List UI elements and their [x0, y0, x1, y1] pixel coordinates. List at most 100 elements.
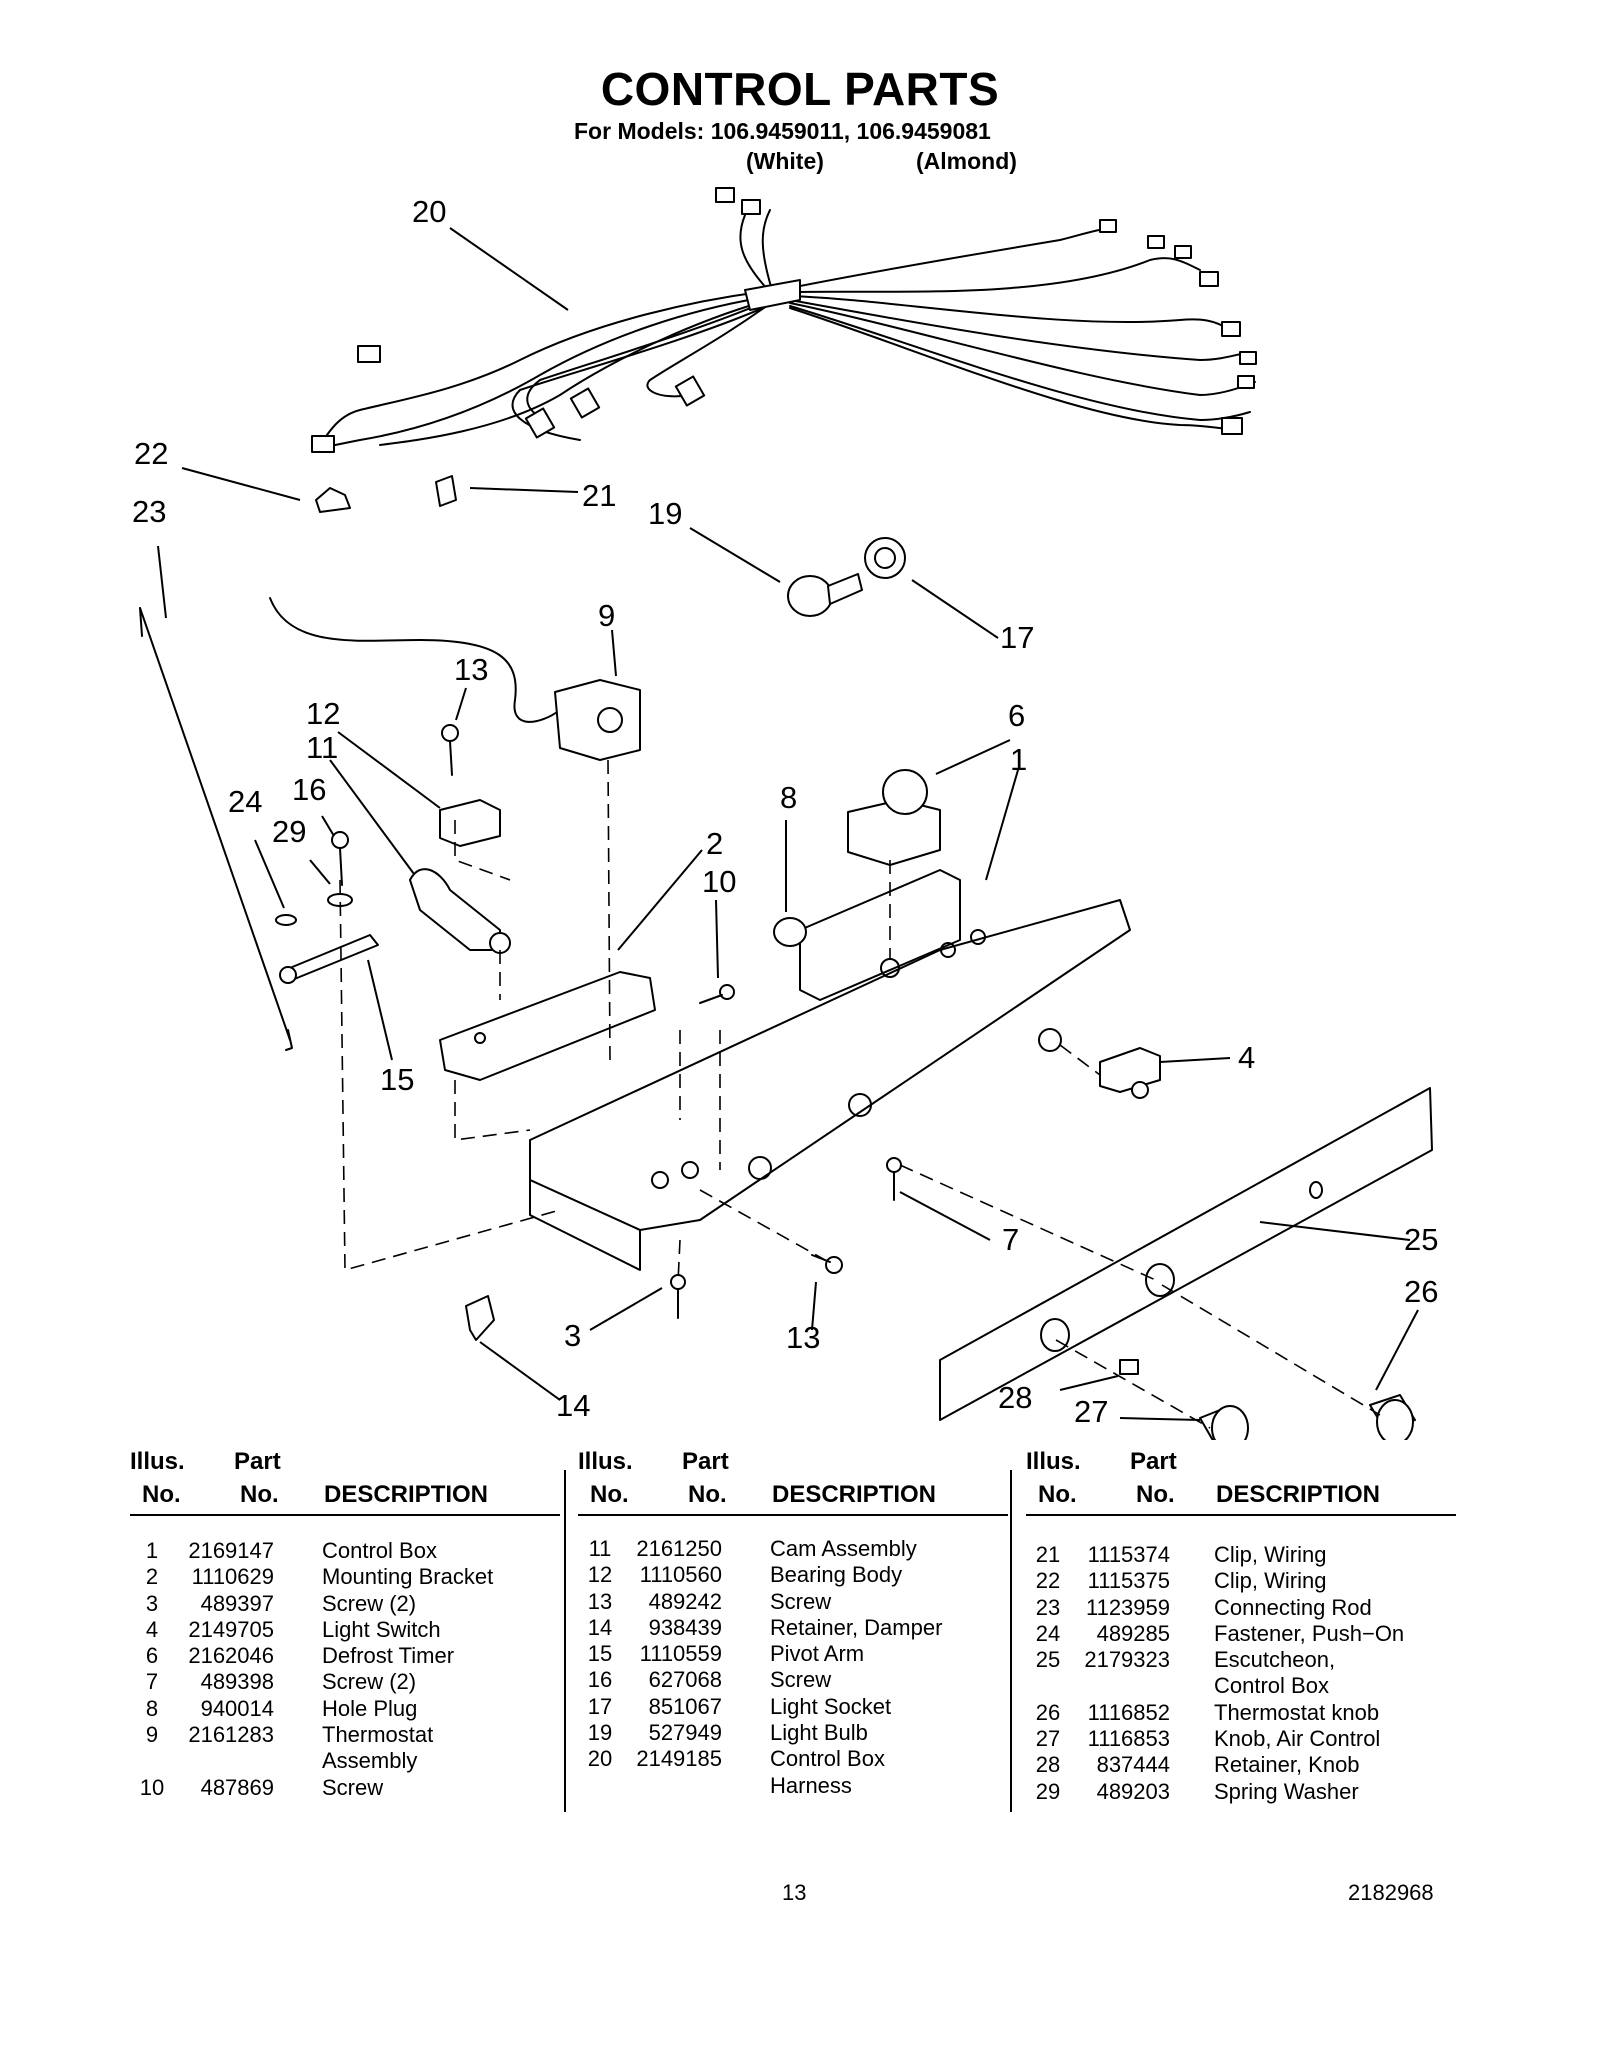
callout-6: 6	[1008, 698, 1025, 733]
table-row: Harness	[576, 1773, 1006, 1799]
color-almond-label: (Almond)	[916, 148, 1017, 174]
part-no: 1110629	[191, 1564, 274, 1590]
callout-8: 8	[780, 780, 797, 815]
illus-no: 12	[587, 1562, 613, 1588]
table-row: Control Box	[1024, 1673, 1454, 1699]
illus-no: 23	[1035, 1594, 1061, 1620]
illus-no: 3	[145, 1590, 159, 1616]
header-part: Part	[1130, 1448, 1177, 1475]
wiring-harness	[311, 187, 1257, 453]
callout-28: 28	[998, 1380, 1032, 1415]
illus-no: 28	[1035, 1752, 1061, 1778]
description: Thermostat knob	[1214, 1699, 1380, 1725]
part-no: 627068	[648, 1667, 722, 1693]
description: Cam Assembly	[770, 1536, 917, 1561]
callout-21: 21	[582, 478, 616, 513]
header-description: DESCRIPTION	[324, 1481, 489, 1508]
header-illus-no: No.	[1038, 1481, 1077, 1508]
page-title: CONTROL PARTS	[600, 63, 1000, 115]
illus-no: 21	[1035, 1542, 1061, 1567]
part-no: 489242	[648, 1588, 722, 1614]
description: Light Socket	[770, 1693, 892, 1719]
illus-no: 15	[587, 1641, 613, 1667]
description: Knob, Air Control	[1214, 1726, 1381, 1752]
illus-no: 17	[587, 1693, 613, 1719]
column-divider	[1010, 1470, 1012, 1812]
table-row: 28 837444 Retainer, Knob	[1024, 1752, 1454, 1778]
part-no: 2149185	[636, 1746, 722, 1772]
callout-4: 4	[1238, 1040, 1255, 1075]
description: Screw	[322, 1774, 384, 1800]
part-no: 851067	[648, 1693, 722, 1719]
part-no: 2169147	[188, 1538, 274, 1563]
callout-14: 14	[556, 1388, 590, 1423]
callout-12: 12	[306, 696, 340, 731]
part-no: 487869	[200, 1774, 274, 1800]
illus-no: 20	[587, 1746, 613, 1772]
description: Fastener, Push−On	[1214, 1620, 1405, 1646]
exploded-parts-diagram: 20 22 21 23 19 17 9 13 12 11 16 24 29 6 …	[132, 187, 1438, 1440]
callout-17: 17	[1000, 620, 1034, 655]
header-part-no: No.	[688, 1481, 727, 1508]
table-row: 20 2149185 Control Box	[576, 1746, 1006, 1772]
description: Light Switch	[322, 1616, 441, 1642]
illus-no: 9	[145, 1722, 159, 1748]
header-part-no: No.	[1136, 1481, 1175, 1508]
part-no: 1123959	[1085, 1594, 1170, 1620]
part-no: 2161283	[188, 1722, 274, 1748]
table-header: Illus. No. Part No. DESCRIPTION	[1026, 1448, 1456, 1516]
description: Control Box	[322, 1538, 437, 1563]
part-no: 837444	[1096, 1752, 1170, 1778]
description: Clip, Wiring	[1214, 1568, 1327, 1594]
column-divider	[564, 1470, 566, 1812]
description: Clip, Wiring	[1214, 1542, 1327, 1567]
description: Screw	[770, 1667, 832, 1693]
table-row: 17 851067 Light Socket	[576, 1694, 1006, 1720]
illus-no: 10	[139, 1774, 165, 1800]
description: Defrost Timer	[322, 1643, 455, 1669]
callout-7: 7	[1002, 1222, 1019, 1257]
callout-13-lower: 13	[786, 1320, 820, 1355]
illus-no: 4	[145, 1616, 159, 1642]
description: Escutcheon,	[1214, 1647, 1336, 1673]
callout-15: 15	[380, 1062, 414, 1097]
description: Mounting Bracket	[322, 1564, 494, 1590]
table-header: Illus. No. Part No. DESCRIPTION	[130, 1448, 560, 1516]
part-no: 2161250	[636, 1536, 722, 1561]
illus-no: 7	[145, 1669, 159, 1695]
illus-no: 2	[145, 1564, 159, 1590]
part-no: 1116853	[1087, 1726, 1170, 1752]
table-row: Assembly	[128, 1748, 558, 1774]
table-row: 2 1110629 Mounting Bracket	[128, 1564, 558, 1590]
part-no: 489203	[1096, 1778, 1170, 1804]
callout-9: 9	[598, 598, 615, 633]
description: Screw	[770, 1588, 832, 1614]
description: Control Box	[770, 1746, 885, 1772]
description: Connecting Rod	[1214, 1594, 1372, 1620]
document-number: 2182968	[1348, 1880, 1434, 1905]
page-number: 13	[782, 1880, 807, 1905]
illus-no: 8	[145, 1695, 159, 1721]
models-subtitle: For Models: 106.9459011, 106.9459081	[574, 118, 991, 144]
illus-no: 26	[1035, 1699, 1061, 1725]
illus-no: 22	[1035, 1568, 1061, 1594]
header-part: Part	[234, 1448, 281, 1475]
part-no: 940014	[200, 1695, 274, 1721]
callout-10: 10	[702, 864, 736, 899]
description: Retainer, Knob	[1214, 1752, 1360, 1778]
table-row: 23 1123959 Connecting Rod	[1024, 1595, 1454, 1621]
callout-13-upper: 13	[454, 652, 488, 687]
